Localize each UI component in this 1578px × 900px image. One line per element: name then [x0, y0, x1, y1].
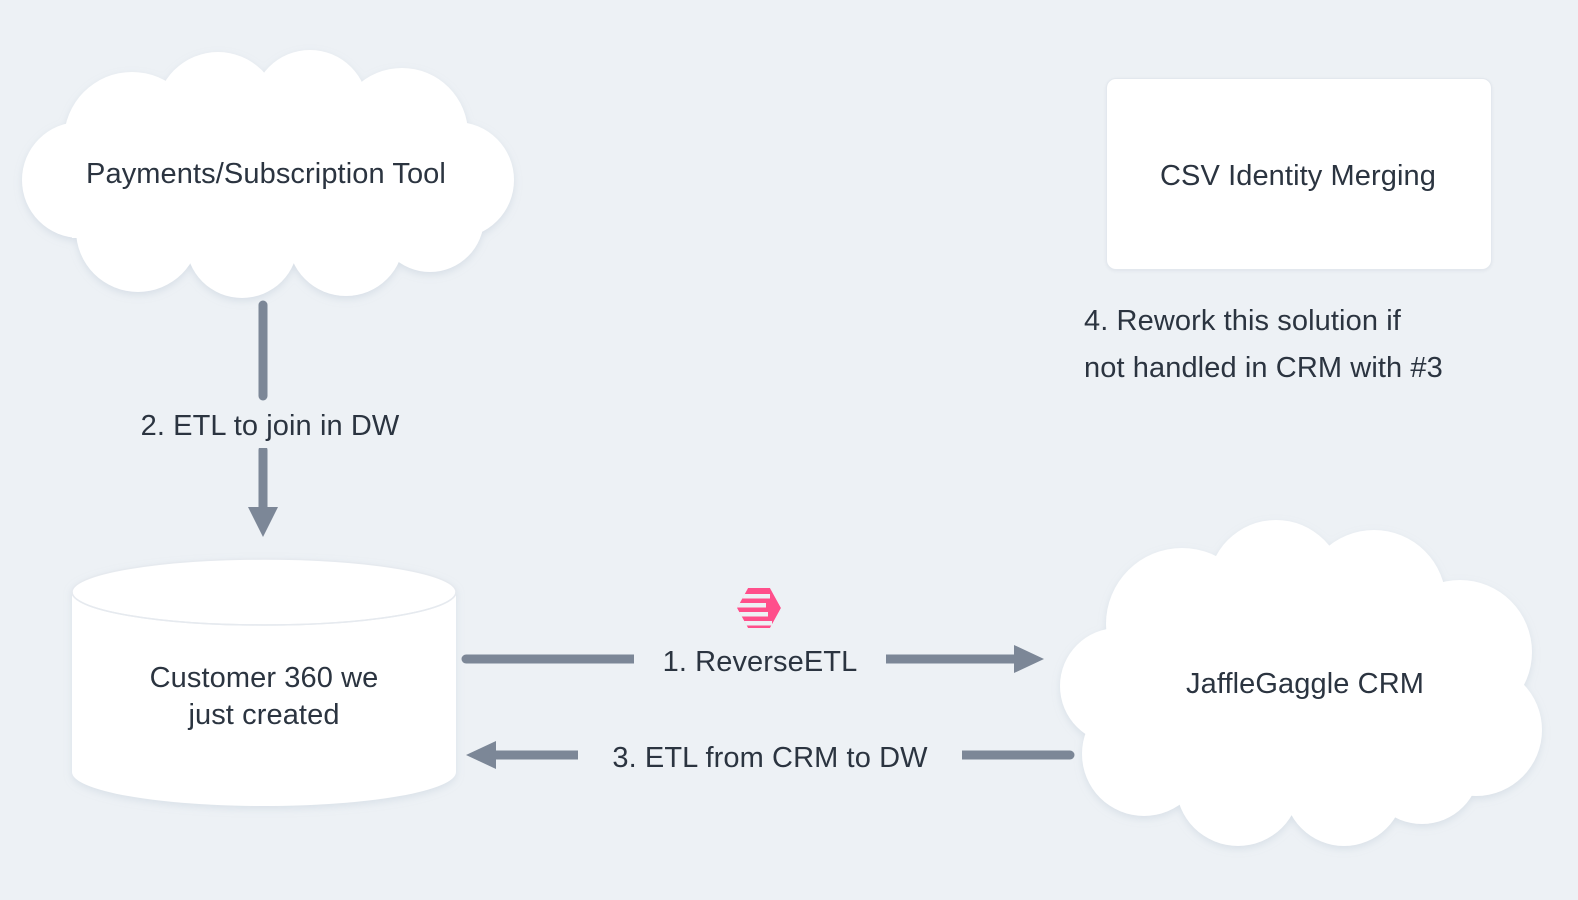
dbt-logo-icon	[736, 586, 782, 630]
node-payments-subscription-tool[interactable]	[10, 50, 522, 298]
edge-reverse-etl-label: 1. ReverseETL	[634, 642, 886, 684]
cylinder-shape	[71, 558, 457, 806]
node-csv-identity-merging[interactable]	[1106, 78, 1492, 270]
cloud-shape	[1060, 520, 1542, 846]
cloud-shape	[22, 50, 514, 298]
node-jafflegaggle-crm[interactable]	[1060, 518, 1548, 846]
arrow-right-shape	[461, 645, 1044, 673]
edge-etl-from-crm-to-dw-label: 3. ETL from CRM to DW	[578, 738, 962, 780]
arrow-left-shape	[466, 741, 1075, 769]
note-rework-solution: 4. Rework this solution if not handled i…	[1084, 305, 1443, 384]
edge-etl-join-dw[interactable]	[246, 300, 280, 540]
arrow-down-shape	[248, 300, 278, 537]
edge-etl-from-crm-to-dw[interactable]	[462, 738, 1076, 772]
edge-reverse-etl[interactable]	[461, 642, 1048, 676]
dbt-hexagon-icon	[737, 588, 781, 628]
node-customer-360-db[interactable]	[68, 556, 460, 808]
edge-etl-join-dw-label: 2. ETL to join in DW	[110, 406, 430, 448]
